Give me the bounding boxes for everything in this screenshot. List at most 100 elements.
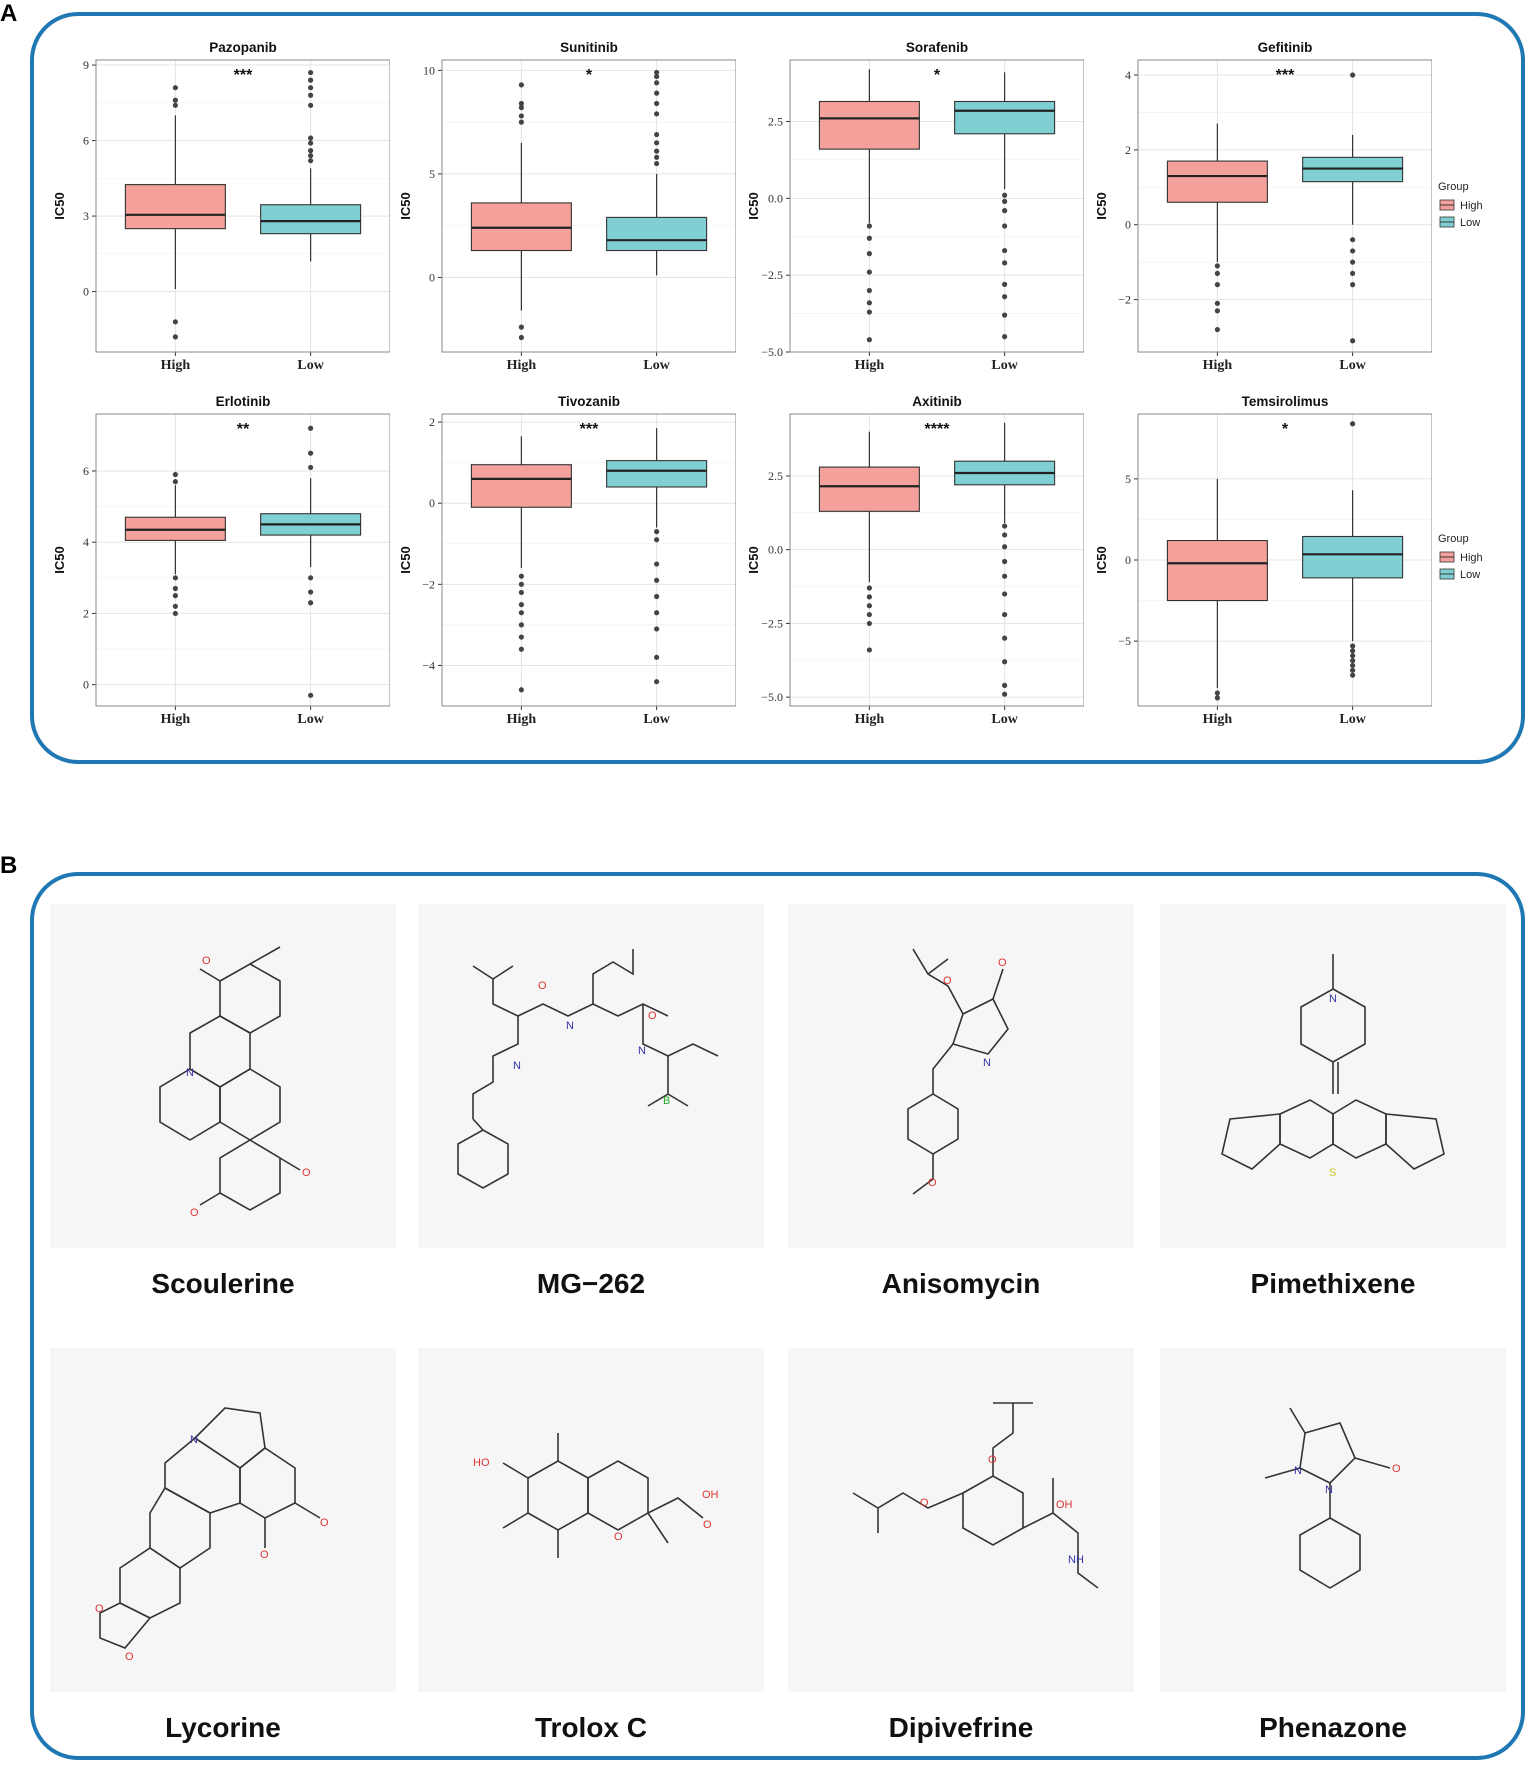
outlier-point	[654, 100, 660, 107]
legend-label-low: Low	[1460, 569, 1480, 581]
outlier-point	[308, 575, 314, 581]
outlier-point	[308, 600, 314, 606]
outlier-point	[1214, 263, 1220, 269]
outlier-point	[1002, 691, 1008, 697]
x-tick-label: Low	[1339, 712, 1366, 727]
y-axis-label: IC50	[52, 546, 67, 573]
outlier-point	[308, 92, 314, 98]
outlier-point	[866, 603, 872, 609]
y-axis-label: IC50	[1094, 192, 1109, 219]
outlier-point	[308, 148, 314, 154]
outlier-point	[518, 687, 524, 693]
y-axis-label: IC50	[746, 192, 761, 219]
y-tick-label: 3	[83, 209, 89, 223]
box-high	[818, 466, 920, 512]
legend-title: Group	[1438, 181, 1469, 193]
plot-frame	[95, 413, 390, 707]
panel-b-label: B	[0, 852, 18, 879]
outlier-point	[518, 119, 524, 125]
outlier-point	[654, 561, 660, 567]
outlier-point	[654, 69, 660, 76]
y-axis-label: IC50	[1094, 546, 1109, 573]
molecule-tile-anisomycin: O O N O Anisomycin	[788, 904, 1134, 1299]
svg-text:B: B	[663, 1095, 670, 1107]
outlier-point	[172, 334, 178, 340]
y-tick-label: 0.0	[768, 191, 783, 205]
outlier-point	[172, 610, 178, 617]
x-tick-label: Low	[643, 712, 670, 727]
outlier-point	[1002, 558, 1008, 565]
molecule-tile-lycorine: N O O O O Lycorine	[50, 1348, 396, 1743]
molecule-tile-dipivefrine: O O OH NH Dipivefrine	[788, 1348, 1134, 1743]
outlier-point	[172, 471, 178, 478]
outlier-point	[654, 654, 660, 660]
outlier-point	[518, 105, 524, 111]
outlier-point	[308, 158, 314, 164]
svg-text:O: O	[125, 1651, 134, 1663]
y-axis-label: IC50	[746, 546, 761, 573]
outlier-point	[1350, 667, 1356, 673]
box-high	[1166, 160, 1268, 203]
x-tick-label: Low	[297, 712, 324, 727]
outlier-point	[1350, 270, 1356, 276]
molecule-name: MG−262	[536, 1268, 646, 1299]
y-tick-label: −2	[1118, 293, 1131, 307]
svg-text:O: O	[988, 1454, 997, 1466]
y-tick-label: 4	[1125, 68, 1131, 82]
y-tick-label: 6	[83, 134, 89, 148]
outlier-point	[1002, 294, 1008, 300]
outlier-point	[518, 634, 524, 640]
svg-text:OH: OH	[702, 1489, 719, 1501]
svg-text:N: N	[513, 1060, 521, 1072]
pimethixene-structure-icon: N S	[1160, 904, 1506, 1248]
svg-text:HO: HO	[473, 1457, 490, 1469]
outlier-point	[654, 610, 660, 616]
outlier-point	[308, 85, 314, 91]
y-tick-label: 2	[83, 606, 89, 620]
molecule-tile-scoulerine: O N O O Scoulerine	[50, 904, 396, 1299]
svg-text:N: N	[1329, 993, 1337, 1005]
y-tick-label: −5.0	[761, 690, 783, 704]
svg-text:O: O	[320, 1517, 329, 1529]
plot-frame	[441, 413, 736, 707]
panel-b-frame	[30, 872, 1525, 1760]
outlier-point	[866, 585, 872, 591]
outlier-point	[308, 140, 314, 146]
y-tick-label: 6	[83, 464, 89, 478]
outlier-point	[654, 111, 660, 117]
outlier-point	[308, 589, 314, 595]
outlier-point	[1350, 282, 1356, 288]
outlier-point	[654, 529, 660, 535]
outlier-point	[1002, 682, 1008, 688]
svg-text:N: N	[566, 1020, 574, 1032]
chart-title: Erlotinib	[216, 394, 271, 409]
outlier-point	[1350, 662, 1356, 669]
outlier-point	[1002, 544, 1008, 550]
box-low	[260, 204, 362, 235]
outlier-point	[866, 647, 872, 653]
outlier-point	[1002, 198, 1008, 204]
molecule-tile-pimethixene: N S Pimethixene	[1160, 904, 1506, 1299]
svg-text:O: O	[648, 1010, 657, 1022]
outlier-point	[1002, 523, 1008, 529]
significance-label: ***	[234, 67, 253, 84]
legend-label-high: High	[1460, 552, 1483, 564]
outlier-point	[1002, 260, 1008, 266]
svg-text:O: O	[190, 1207, 199, 1219]
y-tick-label: 2.5	[768, 114, 783, 128]
outlier-point	[1002, 192, 1008, 198]
outlier-point	[172, 575, 178, 581]
svg-text:O: O	[943, 975, 952, 987]
svg-text:O: O	[920, 1497, 929, 1509]
svg-text:N: N	[190, 1434, 198, 1446]
outlier-point	[654, 160, 660, 167]
plot-background	[442, 414, 736, 706]
outlier-point	[518, 100, 524, 107]
chart-title: Gefitinib	[1258, 40, 1313, 55]
molecule-name: Phenazone	[1259, 1712, 1407, 1743]
y-tick-label: −2.5	[761, 268, 783, 282]
